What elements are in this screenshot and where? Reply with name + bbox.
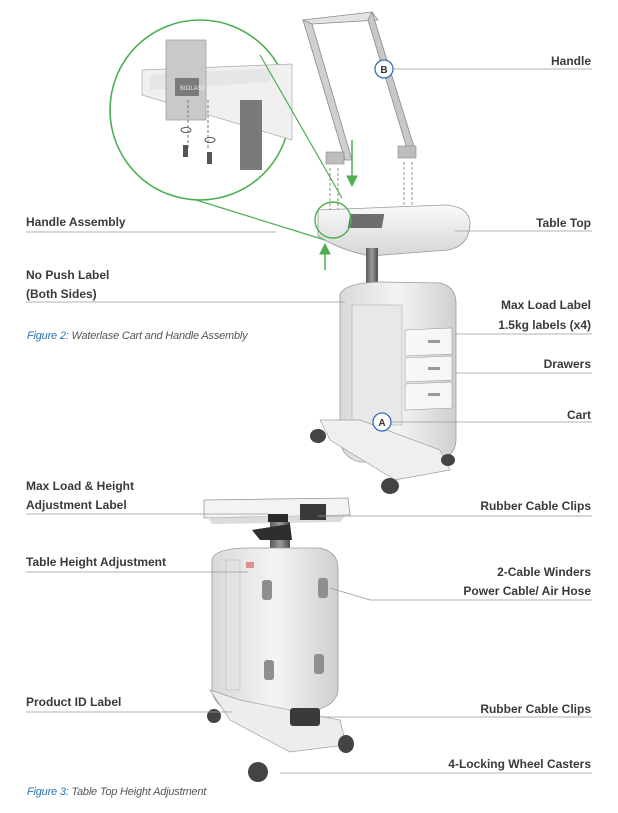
label-max-load-height-line1: Max Load & Height (26, 479, 135, 493)
label-drawers: Drawers (543, 357, 591, 371)
figure3-caption: Figure 3: Table Top Height Adjustment (27, 786, 206, 798)
figure2-leader-lines (26, 68, 592, 423)
figure3-caption-text: Table Top Height Adjustment (71, 786, 207, 798)
handle-illustration (301, 10, 417, 238)
label-rubber-cable-clips-bottom: Rubber Cable Clips (480, 702, 591, 716)
label-max-load-line2: 1.5kg labels (x4) (498, 318, 591, 332)
figure3-leader-lines (26, 513, 592, 774)
figure2-caption: Figure 2: Waterlase Cart and Handle Asse… (27, 330, 248, 342)
label-no-push-line1: No Push Label (26, 268, 110, 282)
label-locking-casters: 4-Locking Wheel Casters (448, 757, 591, 771)
label-rubber-cable-clips-top: Rubber Cable Clips (480, 499, 591, 513)
brand-mark-text: BIOLASE (180, 86, 206, 92)
svg-text:B: B (380, 65, 387, 76)
callout-b: B (374, 59, 394, 79)
figure2-caption-prefix: Figure 2: (27, 330, 69, 342)
label-handle: Handle (550, 54, 591, 68)
cart-illustration (310, 281, 457, 494)
figure3-caption-prefix: Figure 3: (27, 786, 69, 798)
table-top-illustration (317, 204, 471, 257)
figure2-caption-text: Waterlase Cart and Handle Assembly (71, 330, 248, 342)
callout-a: A (372, 412, 392, 432)
label-cable-winders-line1: 2-Cable Winders (497, 565, 591, 579)
label-table-height-adjustment: Table Height Adjustment (26, 555, 167, 569)
svg-text:A: A (378, 418, 385, 429)
label-cable-winders-line2: Power Cable/ Air Hose (463, 584, 591, 598)
label-product-id: Product ID Label (26, 695, 122, 709)
detail-zoom-circle: BIOLASE (109, 19, 352, 241)
label-cart: Cart (566, 408, 591, 422)
figure2-illustration: BIOLASE B A (26, 10, 592, 494)
label-no-push-line2: (Both Sides) (26, 287, 97, 301)
label-handle-assembly: Handle Assembly (26, 215, 126, 229)
green-arrows (319, 140, 358, 270)
label-max-load-line1: Max Load Label (500, 298, 591, 312)
figure3-illustration (26, 497, 592, 782)
label-table-top: Table Top (536, 216, 591, 230)
label-max-load-height-line2: Adjustment Label (26, 498, 127, 512)
